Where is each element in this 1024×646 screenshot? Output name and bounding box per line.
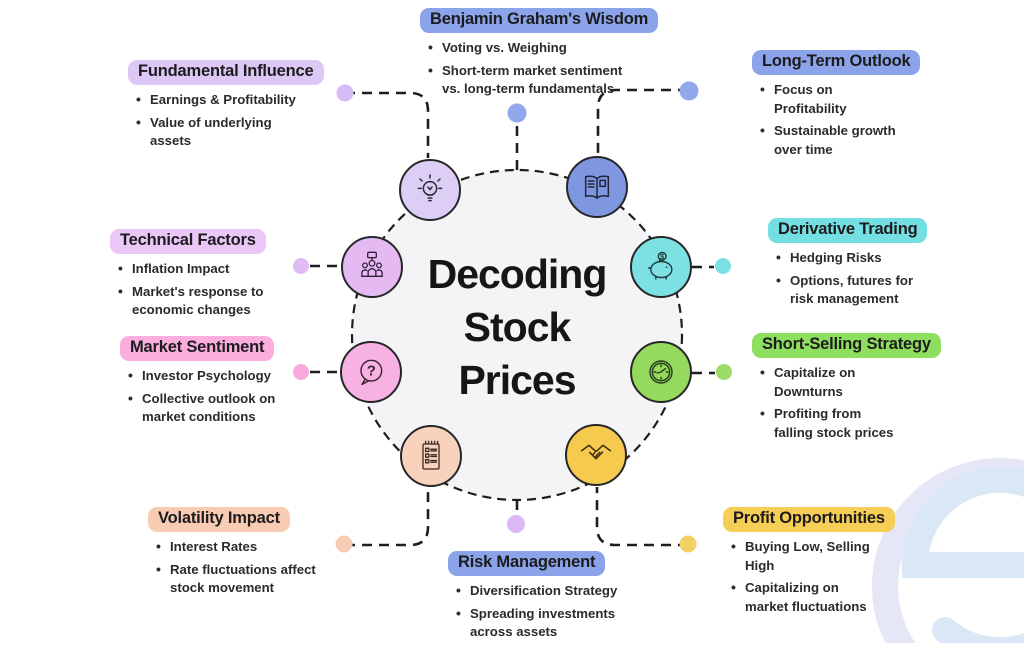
section-title-pill: Risk Management (448, 551, 606, 576)
section-title-pill: Volatility Impact (148, 507, 290, 532)
section-benjamin-grahams-wisdom: Benjamin Graham's Wisdom Voting vs. Weig… (420, 8, 659, 103)
section-title-pill: Fundamental Influence (128, 60, 324, 85)
dot-risk (507, 515, 525, 533)
center-title-line: Decoding (427, 251, 608, 297)
section-long-term-outlook: Long-Term Outlook Focus on Profitability… (752, 50, 921, 163)
connector-profit (595, 487, 688, 547)
dot-derivative (715, 258, 731, 274)
bullet-item: Inflation Impact (117, 259, 266, 279)
dot-fundamental (336, 84, 354, 102)
bullet-item: Investor Psychology (127, 366, 275, 386)
bullet-item: Focus on Profitability (759, 80, 920, 118)
connector-volatility (345, 488, 430, 547)
bullet-item: Capitalize on Downturns (759, 363, 941, 401)
people-icon (341, 236, 403, 298)
connector-fundamental (345, 91, 430, 158)
dot-benjamin (507, 103, 527, 123)
section-title-pill: Long-Term Outlook (752, 50, 921, 75)
dot-technical (293, 258, 309, 274)
dot-short-selling (716, 364, 732, 380)
section-title-pill: Benjamin Graham's Wisdom (420, 8, 659, 33)
bullet-item: Rate fluctuations affect stock movement (155, 560, 316, 598)
bullet-item: Market's response to economic changes (117, 282, 266, 320)
section-profit-opportunities: Profit Opportunities Buying Low, Selling… (723, 507, 895, 620)
dot-market (293, 364, 309, 380)
section-volatility-impact: Volatility Impact Interest Rates Rate fl… (148, 507, 316, 602)
bullet-item: Profiting from falling stock prices (759, 404, 941, 442)
svg-text:?: ? (367, 363, 376, 380)
bullet-item: Hedging Risks (775, 248, 927, 268)
bullet-item: Collective outlook on market conditions (127, 389, 275, 427)
center-title: Decoding Stock Prices (352, 248, 682, 407)
section-derivative-trading: Derivative Trading Hedging Risks Options… (768, 218, 928, 313)
notepad-icon (400, 425, 462, 487)
dot-volatility (335, 535, 353, 553)
dot-long-term (679, 81, 699, 101)
bullet-item: Spreading investments across assets (455, 604, 617, 642)
clock-icon (630, 341, 692, 403)
svg-text:$: $ (660, 252, 665, 261)
bullet-item: Sustainable growth over time (759, 121, 920, 159)
section-market-sentiment: Market Sentiment Investor Psychology Col… (120, 336, 275, 431)
watermark-s-shape (901, 466, 1024, 643)
section-short-selling-strategy: Short-Selling Strategy Capitalize on Dow… (752, 333, 941, 446)
piggy-bank-icon: $ (630, 236, 692, 298)
bullet-item: Value of underlying assets (135, 113, 324, 151)
section-risk-management: Risk Management Diversification Strategy… (448, 551, 617, 646)
bullet-item: Buying Low, Selling High (730, 537, 895, 575)
section-fundamental-influence: Fundamental Influence Earnings & Profita… (128, 60, 324, 155)
section-title-pill: Profit Opportunities (723, 507, 895, 532)
bullet-item: Short-term market sentiment vs. long-ter… (427, 61, 658, 99)
section-technical-factors: Technical Factors Inflation Impact Marke… (110, 229, 266, 324)
lightbulb-icon (399, 159, 461, 221)
bullet-item: Options, futures for risk management (775, 271, 927, 309)
center-title-line: Prices (458, 357, 576, 403)
question-bubble-icon: ? (340, 341, 402, 403)
bullet-item: Earnings & Profitability (135, 90, 324, 110)
bullet-item: Diversification Strategy (455, 581, 617, 601)
bullet-item: Interest Rates (155, 537, 316, 557)
bullet-item: Voting vs. Weighing (427, 38, 658, 58)
open-book-icon (566, 156, 628, 218)
section-title-pill: Derivative Trading (768, 218, 928, 243)
bullet-item: Capitalizing on market fluctuations (730, 578, 895, 616)
section-title-pill: Technical Factors (110, 229, 266, 254)
center-title-line: Stock (463, 304, 572, 350)
section-title-pill: Market Sentiment (120, 336, 275, 361)
section-title-pill: Short-Selling Strategy (752, 333, 941, 358)
dot-profit (679, 535, 697, 553)
handshake-icon (565, 424, 627, 486)
